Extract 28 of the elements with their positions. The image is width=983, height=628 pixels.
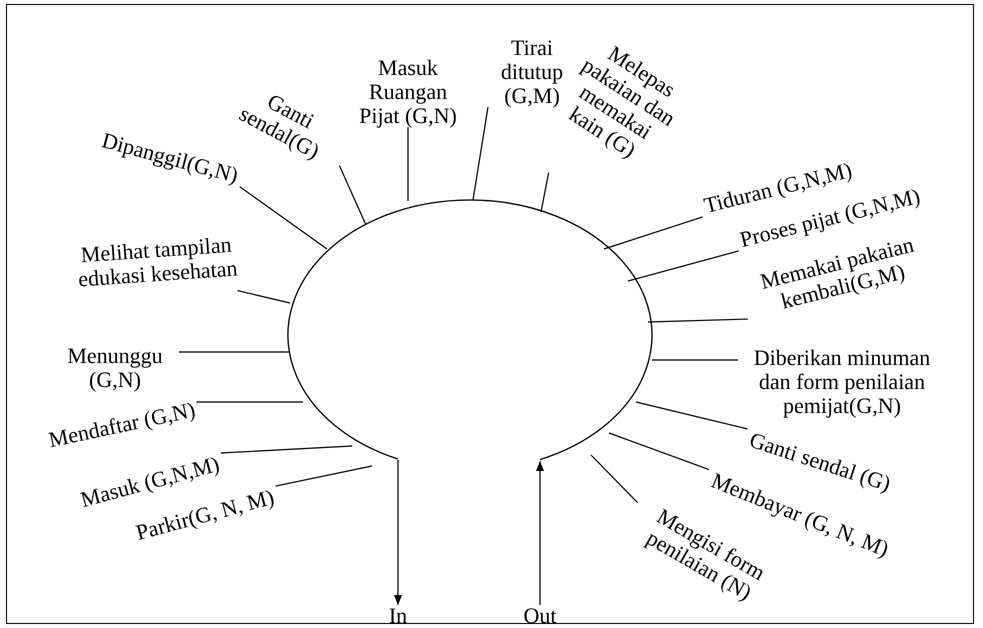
leader-line <box>196 401 303 403</box>
terminal-label: In <box>388 604 408 628</box>
arrow <box>536 461 544 605</box>
leader-line <box>648 318 748 323</box>
leader-line <box>628 250 739 282</box>
leader-line <box>604 216 703 250</box>
leader-line <box>275 465 372 487</box>
leader-line <box>472 106 489 200</box>
leader-line <box>636 401 748 430</box>
leader-line <box>590 454 638 504</box>
leader-line <box>237 290 290 304</box>
leader-line <box>540 172 550 212</box>
step-label: Melihat tampilan edukasi kesehatan <box>76 232 238 292</box>
open-circle-arc <box>288 200 652 460</box>
step-label: Tirai ditutup (G,M) <box>487 36 577 108</box>
leader-line <box>179 351 290 353</box>
leader-line <box>652 359 738 361</box>
leader-line <box>608 432 710 470</box>
leader-line <box>220 445 352 454</box>
leader-line <box>239 186 328 250</box>
step-label: Diberikan minuman dan form penilaian pemijat(G,N) <box>737 346 947 418</box>
terminal-label: Out <box>524 604 556 628</box>
step-label: Mendaftar (G,N) <box>46 398 198 452</box>
step-label: Menunggu (G,N) <box>50 344 180 392</box>
leader-line <box>338 165 367 226</box>
step-label: Masuk Ruangan Pijat (G,N) <box>353 56 463 128</box>
leader-line <box>407 127 409 201</box>
arrow <box>394 460 402 605</box>
